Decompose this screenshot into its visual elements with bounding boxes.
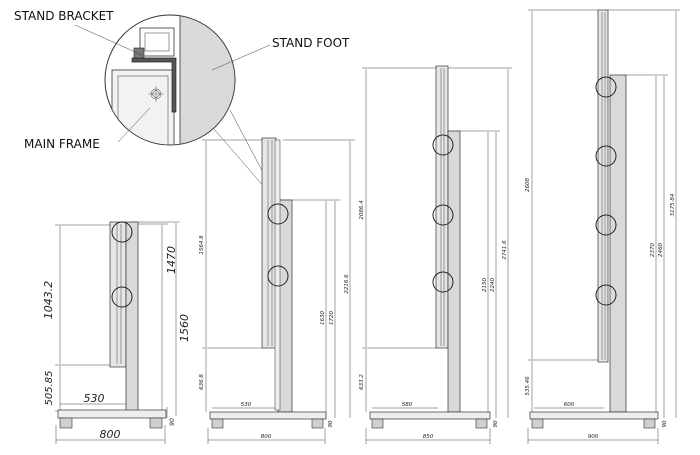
caster-icon bbox=[149, 417, 163, 429]
dim-bracket-a: 2150 bbox=[482, 278, 488, 292]
dim-width-total: 800 bbox=[261, 434, 272, 440]
detail-bracket bbox=[131, 57, 177, 113]
dim-bracket-b: 1720 bbox=[329, 311, 335, 325]
foot-base-3 bbox=[369, 411, 491, 420]
zoom-detail: STAND BRACKET STAND FOOT MAIN FRAME bbox=[14, 9, 350, 198]
detail-stand-foot bbox=[179, 15, 235, 145]
stand-3: 2086.4 633.2 2150 2240 2741.6 580 90 850 bbox=[359, 65, 512, 444]
dim-bottom-offset: 535.46 bbox=[525, 376, 531, 396]
caster-icon bbox=[643, 418, 656, 429]
detail-main-frame bbox=[111, 69, 175, 145]
bracket-circle bbox=[595, 145, 617, 167]
bracket-circle bbox=[432, 271, 454, 293]
crosshair-icon bbox=[148, 86, 164, 102]
dim-overall-height: 2741.6 bbox=[502, 240, 508, 260]
dim-foot-height: 90 bbox=[328, 420, 334, 427]
label-stand-foot: STAND FOOT bbox=[272, 36, 350, 50]
dim-bottom-offset: 636.8 bbox=[199, 374, 205, 390]
dim-bracket-b: 2460 bbox=[658, 243, 664, 257]
caster-icon bbox=[59, 417, 73, 429]
label-stand-bracket: STAND BRACKET bbox=[14, 9, 114, 23]
dim-bracket-a: 2370 bbox=[650, 243, 656, 257]
dim-width-total: 900 bbox=[588, 434, 599, 440]
dim-foot-span: 600 bbox=[564, 402, 575, 408]
caster-icon bbox=[371, 418, 384, 429]
dim-panel-height: 2086.4 bbox=[359, 200, 365, 220]
dim-height-total: 1560 bbox=[178, 314, 191, 342]
caster-icon bbox=[531, 418, 544, 429]
post-1 bbox=[125, 221, 139, 413]
bracket-circle bbox=[267, 203, 289, 225]
bracket-circle bbox=[432, 204, 454, 226]
bracket-circle bbox=[267, 265, 289, 287]
post-3 bbox=[447, 130, 461, 413]
dim-panel-height: 1564.8 bbox=[199, 235, 205, 255]
dim-foot-height: 90 bbox=[493, 420, 499, 427]
post-4 bbox=[609, 74, 627, 413]
stand-2: 1564.8 636.8 1630 1720 2216.6 530 90 800 bbox=[199, 137, 355, 444]
dim-top-height: 1470 bbox=[165, 246, 178, 274]
dim-bracket-b: 2240 bbox=[490, 278, 496, 292]
foot-base-2 bbox=[209, 411, 327, 420]
dim-panel-height: 2608 bbox=[525, 178, 531, 192]
dim-foot-span: 580 bbox=[402, 402, 413, 408]
bracket-circle bbox=[111, 221, 133, 243]
caster-icon bbox=[211, 418, 224, 429]
bracket-circle bbox=[595, 284, 617, 306]
dim-bottom-offset: 633.2 bbox=[359, 374, 365, 390]
foot-base-4 bbox=[529, 411, 659, 420]
stand-4: 2608 535.46 2370 2460 3175.84 600 90 900 bbox=[525, 9, 680, 444]
panel-2 bbox=[261, 137, 277, 349]
bracket-circle bbox=[595, 214, 617, 236]
dim-width-total: 800 bbox=[100, 428, 121, 441]
bracket-circle bbox=[111, 286, 133, 308]
dim-bottom-offset: 505.85 bbox=[44, 371, 55, 406]
dim-overall-height: 3175.84 bbox=[670, 193, 676, 216]
label-main-frame: MAIN FRAME bbox=[24, 137, 100, 151]
foot-base-1 bbox=[57, 409, 167, 419]
dim-foot-height: 90 bbox=[169, 418, 176, 426]
dim-overall-height: 2216.6 bbox=[344, 274, 350, 294]
panel-4 bbox=[597, 9, 609, 363]
bracket-circle bbox=[432, 134, 454, 156]
dim-panel-height: 1043.2 bbox=[42, 281, 55, 320]
bracket-circle bbox=[595, 76, 617, 98]
dim-foot-span: 530 bbox=[84, 392, 105, 405]
caster-icon bbox=[475, 418, 488, 429]
caster-icon bbox=[311, 418, 324, 429]
dim-width-total: 850 bbox=[423, 434, 434, 440]
stand-1: 1043.2 505.85 1470 1560 530 90 800 bbox=[42, 221, 191, 444]
dim-bracket-a: 1630 bbox=[320, 311, 326, 325]
dim-foot-height: 90 bbox=[662, 420, 668, 427]
dim-foot-span: 530 bbox=[241, 402, 252, 408]
